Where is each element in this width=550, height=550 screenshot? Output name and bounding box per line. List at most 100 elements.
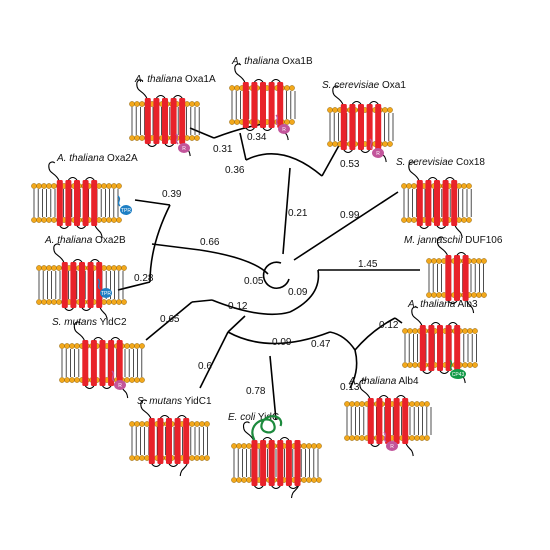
lipid-head [436, 258, 442, 264]
bl-alb4: 0.13 [340, 382, 360, 393]
branch-oxa2-node [151, 243, 201, 251]
label-yidc2: S. mutans YidC2 [52, 317, 127, 328]
tm-helix [442, 180, 449, 226]
badge-cp43 [450, 369, 466, 379]
lipid-head [46, 183, 52, 189]
helix-loop [262, 437, 273, 441]
c-terminal-tail [405, 443, 414, 457]
lipid-head [41, 299, 47, 305]
lipid-head [402, 362, 408, 368]
badge-label: TPR [121, 208, 131, 214]
lipid-head [354, 435, 360, 441]
branch-alb4 [349, 349, 358, 389]
tm-helix [402, 398, 409, 444]
helix-loop [68, 177, 78, 181]
lipid-head [462, 362, 468, 368]
n-terminal-tail [136, 79, 148, 99]
membrane-oxa2a: TPR [31, 161, 132, 239]
lipid-head [411, 217, 417, 223]
bl-oxa2-root: 0.05 [244, 276, 264, 287]
lipid-head [124, 377, 130, 383]
tm-helix [148, 418, 155, 464]
lipid-head [471, 258, 477, 264]
membrane-duf106 [426, 236, 487, 314]
lipid-head [481, 258, 487, 264]
branch-alb3 [394, 317, 403, 324]
lipid-head [481, 292, 487, 298]
tm-helix [268, 82, 275, 128]
helix-loop [360, 149, 370, 153]
lipid-head [327, 107, 333, 113]
lipid-head [74, 343, 80, 349]
helix-loop [64, 307, 74, 311]
tm-helix [79, 262, 85, 308]
lipid-head [194, 421, 200, 427]
lipid-head [199, 455, 205, 461]
lipid-head [106, 265, 112, 271]
badge-tpr [100, 288, 112, 298]
helix-loop [279, 437, 290, 441]
lipid-head [41, 183, 47, 189]
lipid-head [139, 455, 145, 461]
lipid-head [189, 421, 195, 427]
bl-oxa2a: 0.39 [162, 189, 182, 200]
badge-linker [117, 195, 121, 207]
lipid-head [359, 401, 365, 407]
branch-yidc-arc [211, 299, 291, 316]
tm-helix [65, 180, 72, 226]
helix-loop [343, 149, 353, 153]
branch-oxa1ab-arc [213, 123, 264, 139]
lipid-head [134, 101, 140, 107]
lipid-head [431, 292, 437, 298]
tm-helix [260, 82, 266, 128]
lipid-head [332, 107, 338, 113]
helix-loop [456, 252, 466, 256]
bl-yidc-root: 0.09 [288, 287, 308, 298]
lipid-head [229, 119, 235, 125]
tm-helix [99, 340, 106, 386]
tm-helix [108, 340, 115, 386]
tm-helix [144, 98, 151, 144]
lipid-head [101, 183, 107, 189]
helix-loop [448, 322, 458, 326]
helix-loop [156, 95, 166, 99]
tm-helix [251, 440, 258, 486]
lipid-head [406, 217, 412, 223]
bl-sc-oxa1: 0.53 [340, 159, 360, 170]
tm-helix [166, 418, 172, 464]
lipid-head [241, 477, 247, 483]
tm-helix [183, 418, 190, 464]
lipid-head [466, 183, 472, 189]
badge-label: R [390, 444, 394, 450]
badge-linker [449, 359, 453, 371]
tm-helix [82, 340, 89, 386]
tm-helix [285, 440, 292, 486]
helix-loop [271, 485, 281, 489]
lipid-head [46, 265, 52, 271]
tm-helix [277, 440, 284, 486]
helix-loop [422, 370, 432, 374]
lipid-head [412, 362, 418, 368]
lipid-head [51, 299, 57, 305]
label-oxa2b: A. thaliana Oxa2B [44, 235, 126, 246]
tm-helix [70, 262, 77, 308]
tm-helix [419, 325, 426, 371]
badge-label: TPR [101, 291, 111, 297]
lipid-head [194, 135, 200, 141]
badge-linker [383, 431, 387, 443]
lipid-head [411, 183, 417, 189]
tm-helix [385, 398, 391, 444]
label-duf106: M. jannaschii DUF106 [404, 235, 503, 246]
badge-linker [97, 278, 101, 290]
lipid-head [199, 421, 205, 427]
lipid-head [306, 443, 312, 449]
lipid-head [414, 401, 420, 407]
c-terminal-tail [94, 225, 103, 239]
bl-oxa2b: 0.28 [134, 273, 154, 284]
lipid-head [424, 435, 430, 441]
lipid-head [129, 455, 135, 461]
lipid-head [51, 183, 57, 189]
lipid-head [46, 217, 52, 223]
tm-helix [434, 180, 440, 226]
branch-yidc2 [145, 301, 193, 341]
